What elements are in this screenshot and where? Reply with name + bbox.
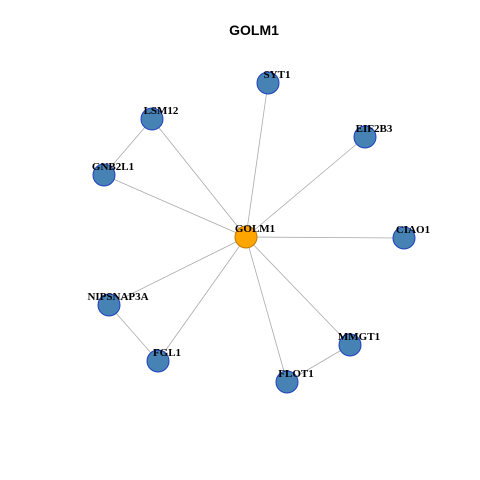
node-label: GNB2L1: [92, 161, 134, 173]
node-gnb2l1[interactable]: GNB2L1: [92, 161, 134, 187]
node-circle[interactable]: [234, 225, 258, 249]
node-golm1[interactable]: GOLM1: [234, 223, 275, 249]
edge-lsm12-gnb2l1: [103, 118, 153, 176]
edge-golm1-gnb2l1: [103, 174, 247, 238]
edge-golm1-flot1: [245, 236, 288, 383]
node-circle[interactable]: [92, 163, 116, 187]
node-lsm12[interactable]: LSM12: [140, 105, 179, 131]
edge-layer: [103, 82, 405, 383]
node-circle[interactable]: [97, 293, 121, 317]
node-label: FGL1: [153, 347, 181, 359]
edge-golm1-eif2b3: [245, 136, 366, 238]
edge-mmgt1-flot1: [286, 344, 351, 383]
edge-nipsnap3a-fgl1: [108, 304, 159, 362]
node-nipsnap3a[interactable]: NIPSNAP3A: [87, 291, 149, 317]
node-flot1[interactable]: FLOT1: [275, 368, 314, 394]
node-syt1[interactable]: SYT1: [256, 69, 291, 95]
edge-golm1-syt1: [245, 82, 269, 238]
node-label: CIAO1: [396, 224, 430, 236]
node-label: LSM12: [144, 105, 179, 117]
diagram-title: GOLM1: [229, 22, 279, 38]
node-circle[interactable]: [392, 226, 416, 250]
node-label: SYT1: [264, 69, 291, 81]
node-label: NIPSNAP3A: [87, 291, 148, 303]
node-label: MMGT1: [338, 331, 380, 343]
node-circle[interactable]: [275, 370, 299, 394]
node-label: FLOT1: [278, 368, 313, 380]
node-fgl1[interactable]: FGL1: [146, 347, 181, 373]
node-circle[interactable]: [140, 107, 164, 131]
node-label: EIF2B3: [356, 123, 393, 135]
node-circle[interactable]: [256, 71, 280, 95]
edge-golm1-nipsnap3a: [108, 236, 247, 306]
node-circle[interactable]: [146, 349, 170, 373]
node-label: GOLM1: [235, 223, 275, 235]
node-circle[interactable]: [353, 125, 377, 149]
node-mmgt1[interactable]: MMGT1: [338, 331, 380, 357]
edge-golm1-lsm12: [151, 118, 247, 238]
node-eif2b3[interactable]: EIF2B3: [353, 123, 393, 149]
node-circle[interactable]: [338, 333, 362, 357]
edge-golm1-fgl1: [157, 236, 247, 362]
edge-golm1-mmgt1: [245, 236, 351, 346]
edge-golm1-ciao1: [245, 236, 405, 239]
node-ciao1[interactable]: CIAO1: [392, 224, 430, 250]
